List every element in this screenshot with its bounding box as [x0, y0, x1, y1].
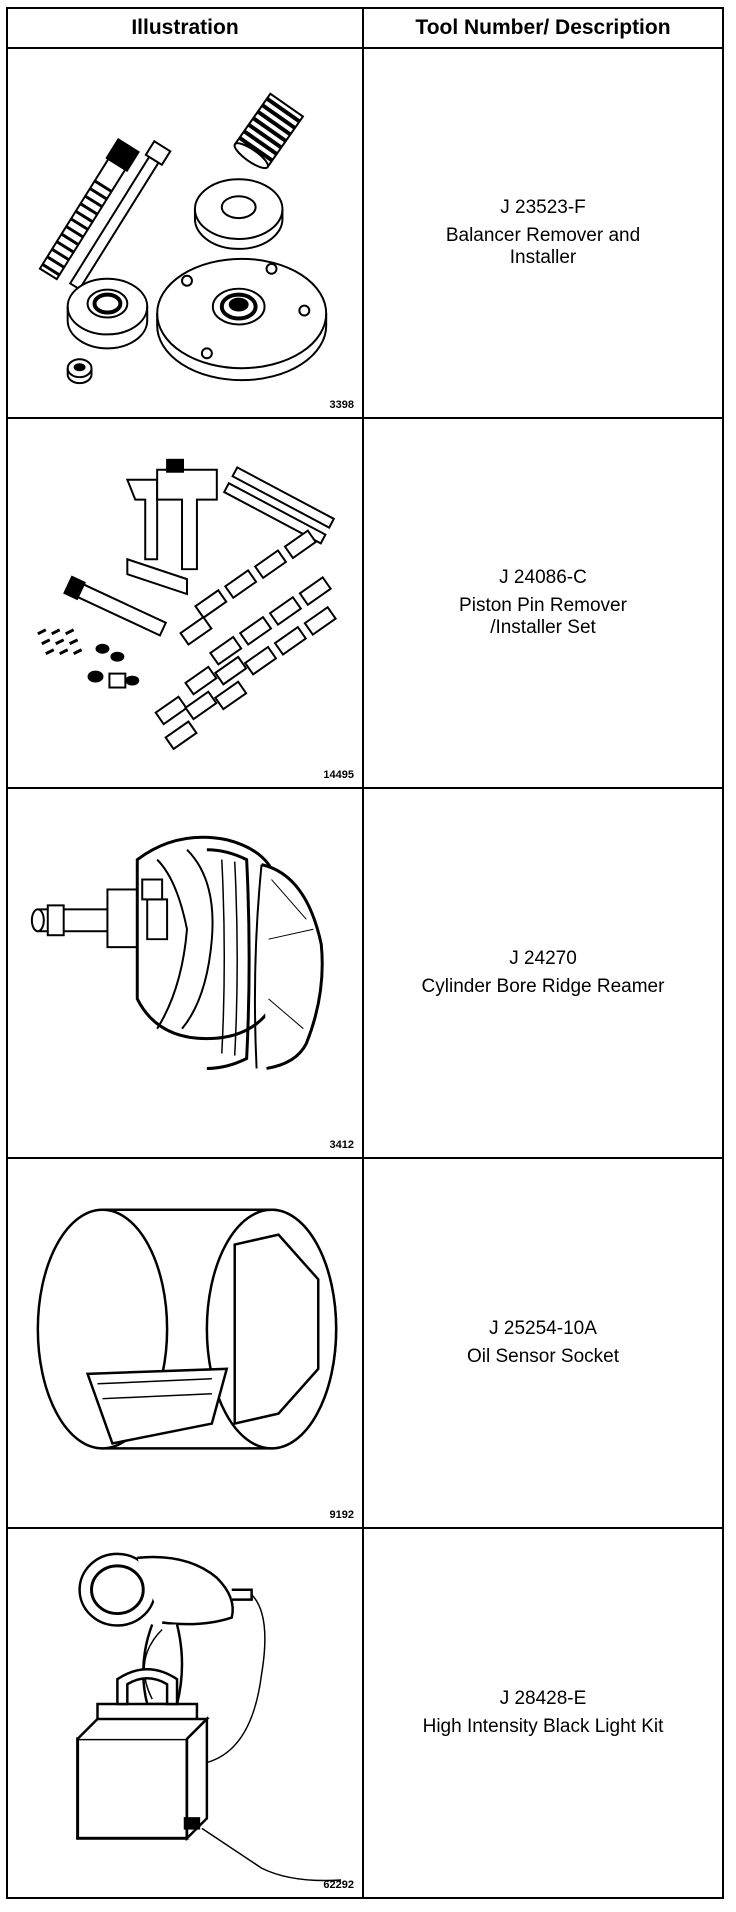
tool-description: Piston Pin Remover /Installer Set	[459, 595, 627, 638]
illustration-cell: 14495	[6, 417, 364, 789]
figure-number: 14495	[323, 769, 354, 781]
illustration-cell: 3412	[6, 787, 364, 1159]
table-row: 62292 J 28428-E High Intensity Black Lig…	[6, 1527, 724, 1899]
illustration-cell: 9192	[6, 1157, 364, 1529]
description-cell: J 23523-F Balancer Remover and Installer	[362, 47, 724, 419]
illustration-cell: 62292	[6, 1527, 364, 1899]
illustration-header: Illustration	[6, 7, 364, 49]
table-header-row: Illustration Tool Number/ Description	[6, 7, 724, 49]
balancer-remover-installer-icon	[38, 92, 328, 385]
tool-description-header: Tool Number/ Description	[362, 7, 724, 49]
table-row: 14495 J 24086-C Piston Pin Remover /Inst…	[6, 417, 724, 789]
tool-number: J 24086-C	[499, 567, 587, 588]
tool-number: J 24270	[509, 948, 577, 969]
table-row: 3398 J 23523-F Balancer Remover and Inst…	[6, 47, 724, 419]
tool-description: Oil Sensor Socket	[466, 1346, 620, 1367]
tool-number: J 25254-10A	[489, 1318, 597, 1339]
oil-sensor-socket-icon	[36, 1208, 338, 1450]
illustration-cell: 3398	[6, 47, 364, 419]
figure-number: 3412	[329, 1139, 354, 1151]
tool-description: High Intensity Black Light Kit	[422, 1716, 664, 1737]
table-row: 9192 J 25254-10A Oil Sensor Socket	[6, 1157, 724, 1529]
black-light-kit-icon	[76, 1552, 342, 1882]
tool-description: Balancer Remover and Installer	[445, 225, 641, 268]
tool-description: Cylinder Bore Ridge Reamer	[421, 976, 665, 997]
tool-number: J 28428-E	[499, 1688, 587, 1709]
description-cell: J 28428-E High Intensity Black Light Kit	[362, 1527, 724, 1899]
table-row: 3412 J 24270 Cylinder Bore Ridge Reamer	[6, 787, 724, 1159]
figure-number: 62292	[323, 1879, 354, 1891]
tool-number: J 23523-F	[500, 197, 586, 218]
figure-number: 9192	[329, 1509, 354, 1521]
ridge-reamer-icon	[30, 835, 324, 1070]
description-cell: J 24086-C Piston Pin Remover /Installer …	[362, 417, 724, 789]
piston-pin-remover-installer-icon	[37, 458, 338, 751]
tool-table: Illustration Tool Number/ Description	[6, 7, 724, 1899]
figure-number: 3398	[329, 399, 354, 411]
description-cell: J 24270 Cylinder Bore Ridge Reamer	[362, 787, 724, 1159]
description-cell: J 25254-10A Oil Sensor Socket	[362, 1157, 724, 1529]
